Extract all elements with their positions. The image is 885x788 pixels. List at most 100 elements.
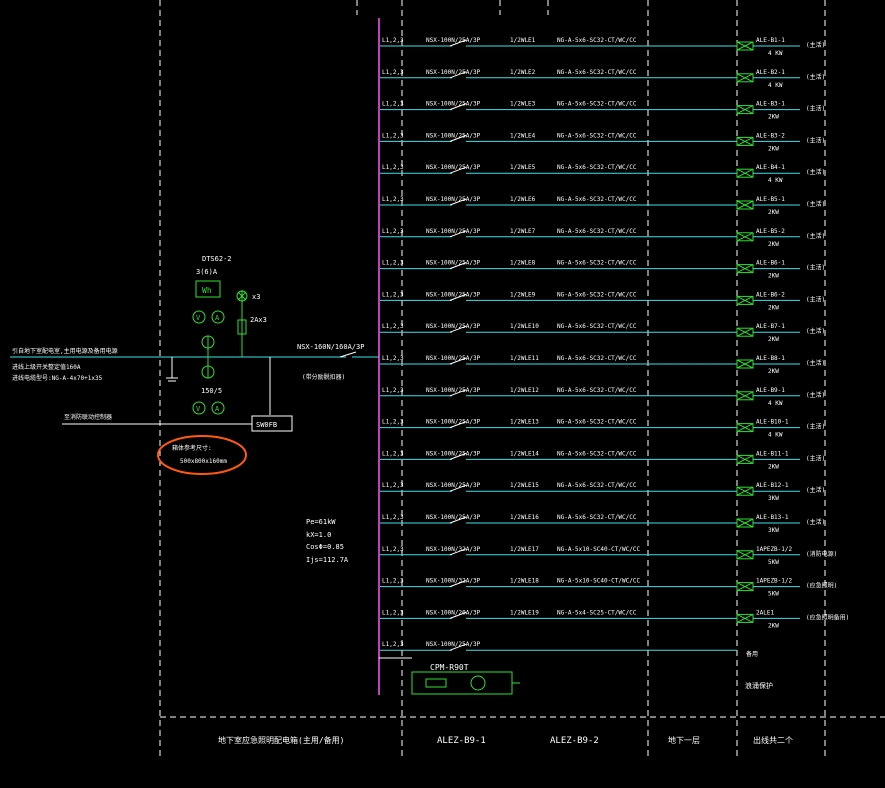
- circuit-cable: NG-A-5x6-SC32-CT/WC/CC: [557, 196, 637, 203]
- circuit-cable: NG-A-5x6-SC32-CT/WC/CC: [557, 132, 637, 139]
- circuit-breaker-label: NSX-100N/25A/3P: [426, 291, 481, 298]
- circuit-load-power: 3KW: [768, 527, 779, 534]
- voltmeter-glyph: V: [196, 314, 201, 322]
- circuit-phase: L1,2,3: [382, 387, 404, 394]
- ammeter-lower-right-glyph: A: [215, 405, 220, 413]
- circuit-breaker-label: NSX-100N/25A/3P: [426, 164, 481, 171]
- watt-hour-meter-box: [195, 280, 221, 298]
- circuit-breaker-label: NSX-100N/25A/3P: [426, 514, 481, 521]
- circuit-load-power: 5KW: [768, 559, 779, 566]
- circuit-number: 1/2WLE8: [510, 260, 536, 267]
- circuit-load-power: 2KW: [768, 463, 779, 470]
- circuit-breaker-label: NSX-100N/25A/3P: [426, 482, 481, 489]
- circuit-number: 1/2WLE3: [510, 101, 536, 108]
- circuit-load-name: ALE-B1-1: [756, 37, 785, 44]
- load-device-diag-2: [736, 232, 754, 242]
- circuit-load-power: 2KW: [768, 273, 779, 280]
- circuit-load-name: ALE-B12-1: [756, 482, 789, 489]
- circuit-breaker-contact: [449, 580, 467, 588]
- load-device-diag-2: [736, 73, 754, 83]
- circuit-phase: L1,2,3: [382, 355, 404, 362]
- circuit-phase: L1,2,3: [382, 260, 404, 267]
- circuit-load-note: (主活): [806, 73, 825, 81]
- circuit-load-power: 5KW: [768, 591, 779, 598]
- circuit-cable: NG-A-5x6-SC32-CT/WC/CC: [557, 514, 637, 521]
- circuit-load-name: ALE-B11-1: [756, 450, 789, 457]
- meter-rating: 3(6)A: [196, 268, 218, 276]
- circuit-breaker-contact: [449, 325, 467, 333]
- circuit-load-note: (主活): [806, 359, 825, 367]
- circuit-load-note: (主活): [806, 136, 825, 144]
- ct-ratio-label: 150/5: [201, 387, 222, 395]
- circuit-load-note: (主活): [806, 486, 825, 494]
- circuit-breaker-label: NSX-100N/25A/3P: [426, 260, 481, 267]
- circuit-number: 1/2WLE12: [510, 387, 539, 394]
- circuit-load-name: ALE-B13-1: [756, 514, 789, 521]
- circuit-number: 1/2WLE1: [510, 37, 536, 44]
- source-text-1: 引自地下室配电室,主用电源及备用电源: [12, 347, 118, 355]
- circuit-load-name: ALE-B9-1: [756, 387, 785, 394]
- ammeter-lower-left-icon: [192, 401, 206, 415]
- load-device-diag-2: [736, 423, 754, 433]
- circuit-load-power: 4 KW: [768, 432, 783, 439]
- circuit-load-power: 2KW: [768, 241, 779, 248]
- circuit-cable: NG-A-5x6-SC32-CT/WC/CC: [557, 291, 637, 298]
- circuit-breaker-contact: [449, 357, 467, 365]
- footer-panel-id-2: ALEZ-B9-2: [550, 736, 599, 746]
- circuit-number: 1/2WLE14: [510, 450, 539, 457]
- circuit-breaker-contact: [449, 230, 467, 238]
- load-cos: CosΦ=0.85: [306, 543, 344, 551]
- circuit-number: 1/2WLE13: [510, 419, 539, 426]
- load-device-diag-2: [736, 582, 754, 592]
- circuit-breaker-contact: [449, 293, 467, 301]
- lamp-cross-2: [237, 291, 247, 301]
- watt-hour-meter-symbol: Wh: [202, 286, 212, 295]
- circuit-cable: NG-A-5x6-SC32-CT/WC/CC: [557, 419, 637, 426]
- footer-floor: 地下一层: [668, 735, 700, 745]
- circuit-load-name: ALE-B8-1: [756, 355, 785, 362]
- circuit-load-note: (主活): [806, 518, 825, 526]
- spd-element: [425, 678, 447, 688]
- load-ijs: Ijs=112.7A: [306, 556, 349, 564]
- circuit-cable: NG-A-5x6-SC32-CT/WC/CC: [557, 482, 637, 489]
- circuit-cable: NG-A-5x6-SC32-CT/WC/CC: [557, 323, 637, 330]
- circuit-phase: L1,2,3: [382, 546, 404, 553]
- circuit-phase: L1,2,3: [382, 323, 404, 330]
- circuit-load-name: ALE-B2-1: [756, 69, 785, 76]
- circuit-breaker-label: NSX-100N/25A/3P: [426, 355, 481, 362]
- main-breaker-contact: [339, 351, 357, 358]
- circuit-load-power: 4 KW: [768, 50, 783, 57]
- circuit-cable: NG-A-5x6-SC32-CT/WC/CC: [557, 387, 637, 394]
- circuit-load-note: (主活): [806, 105, 825, 113]
- load-device-diag-2: [736, 200, 754, 210]
- circuit-load-note: (主活): [806, 200, 825, 208]
- circuit-load-power: 2KW: [768, 145, 779, 152]
- circuit-load-name: ALE-B10-1: [756, 419, 789, 426]
- circuit-breaker-label: NSX-100N/25A/3P: [426, 101, 481, 108]
- fuse-label: 2Ax3: [250, 316, 267, 324]
- circuit-load-note: (主活): [806, 423, 825, 431]
- load-device-diag-2: [736, 168, 754, 178]
- circuit-load-note: (主活): [806, 295, 825, 303]
- circuit-load-power: 2KW: [768, 304, 779, 311]
- circuit-phase: L1,2,3: [382, 37, 404, 44]
- load-device-diag-2: [736, 264, 754, 274]
- circuit-phase: L1,2,3: [382, 514, 404, 521]
- footer-count: 出线共二个: [753, 735, 793, 745]
- load-device-diag-2: [736, 518, 754, 528]
- circuit-cable: NG-A-5x4-SC25-CT/WC/CC: [557, 609, 637, 616]
- meter-model: DTS62-2: [202, 255, 232, 263]
- dimension-note-highlight: [157, 435, 247, 475]
- voltmeter-icon: [192, 310, 206, 324]
- load-device-diag-2: [736, 454, 754, 464]
- circuit-cable: NG-A-5x6-SC32-CT/WC/CC: [557, 228, 637, 235]
- footer-panel-id-1: ALEZ-B9-1: [437, 736, 486, 746]
- circuit-phase: L1,2,3: [382, 609, 404, 616]
- circuit-load-power: 3KW: [768, 495, 779, 502]
- circuit-number: 1/2WLE19: [510, 609, 539, 616]
- circuit-number: 1/2WLE16: [510, 514, 539, 521]
- circuit-breaker-contact: [449, 103, 467, 111]
- indicator-lamp-icon: [236, 290, 248, 302]
- spd-varistor: [470, 675, 486, 691]
